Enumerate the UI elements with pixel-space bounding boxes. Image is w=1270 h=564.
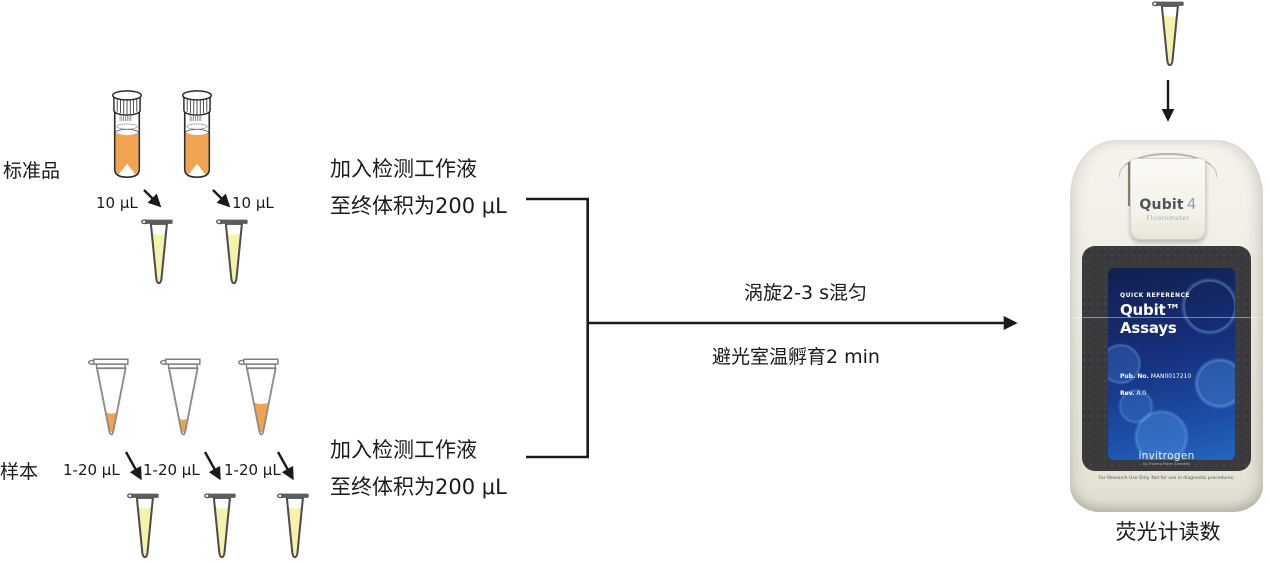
standards-step-line-1: 加入检测工作液 [330,157,477,181]
lid-slot-line-left [1128,162,1130,206]
samples-step-line-1: 加入检测工作液 [330,438,477,462]
device-model: 4 [1186,195,1197,213]
standard-assay-tube-2-icon [216,215,250,288]
standards-label: 标准品 [3,160,61,182]
sample-transfer-arrow-2 [203,451,221,481]
card-title: Qubit™ Assays [1120,301,1181,337]
fluorometer-reading-label: 荧光计读数 [1115,520,1221,544]
vendor-logo-block: invitrogen by Thermo Fisher Scientific [1082,450,1251,467]
device-seam-line [1072,317,1261,318]
sample-volume-label-3: 1-20 μL [224,461,281,479]
standard-volume-label-1: 10 μL [96,194,138,212]
card-rev-value: A.0 [1136,390,1147,397]
device-subtitle: Fluorometer [1146,214,1190,222]
incubate-step-label: 避光室温孵育2 min [712,346,880,368]
card-pub-label: Pub. No. [1120,373,1149,380]
sample-assay-tube-1-icon [127,489,161,562]
vortex-step-label: 涡旋2-3 s混匀 [744,282,867,304]
device-brand: Qubit [1139,197,1184,213]
quick-reference-card: QUICK REFERENCE Qubit™ Assays Pub. No. M… [1108,268,1235,460]
invitrogen-logo-subtext: by Thermo Fisher Scientific [1142,462,1191,466]
standard-tube-2-icon [179,87,215,184]
sample-tube-2-icon [160,357,203,443]
card-rev-number: Rev. A.0 [1120,390,1146,397]
samples-label: 样本 [0,461,39,483]
sample-volume-label-2: 1-20 μL [143,461,200,479]
standard-transfer-arrow-2 [212,189,231,208]
invitrogen-logo: invitrogen [1138,449,1195,462]
sample-tube-1-icon [88,357,131,443]
card-pub-number: Pub. No. MAN0017210 [1120,373,1191,380]
device-front-panel: QUICK REFERENCE Qubit™ Assays Pub. No. M… [1082,246,1251,471]
sample-assay-tube-3-icon [277,489,311,562]
sample-tube-3-icon [238,357,281,443]
standard-assay-tube-1-icon [141,215,175,288]
final-assay-tube-icon [1152,0,1186,70]
sample-volume-label-1: 1-20 μL [63,461,120,479]
standard-tube-1-icon [109,87,145,184]
standard-transfer-arrow-1 [143,189,162,208]
card-pub-value: MAN0017210 [1150,373,1192,380]
device-disclaimer: For Research Use Only. Not for use in di… [1098,476,1235,481]
samples-step-line-2: 至终体积为200 μL [330,475,507,499]
standard-volume-label-2: 10 μL [232,194,274,212]
standards-step-line-2: 至终体积为200 μL [330,194,507,218]
card-eyebrow: QUICK REFERENCE [1120,292,1191,299]
sample-assay-tube-2-icon [204,489,238,562]
sample-transfer-arrow-1 [124,451,142,481]
card-rev-label: Rev. [1120,390,1135,397]
merge-bracket [526,197,589,459]
